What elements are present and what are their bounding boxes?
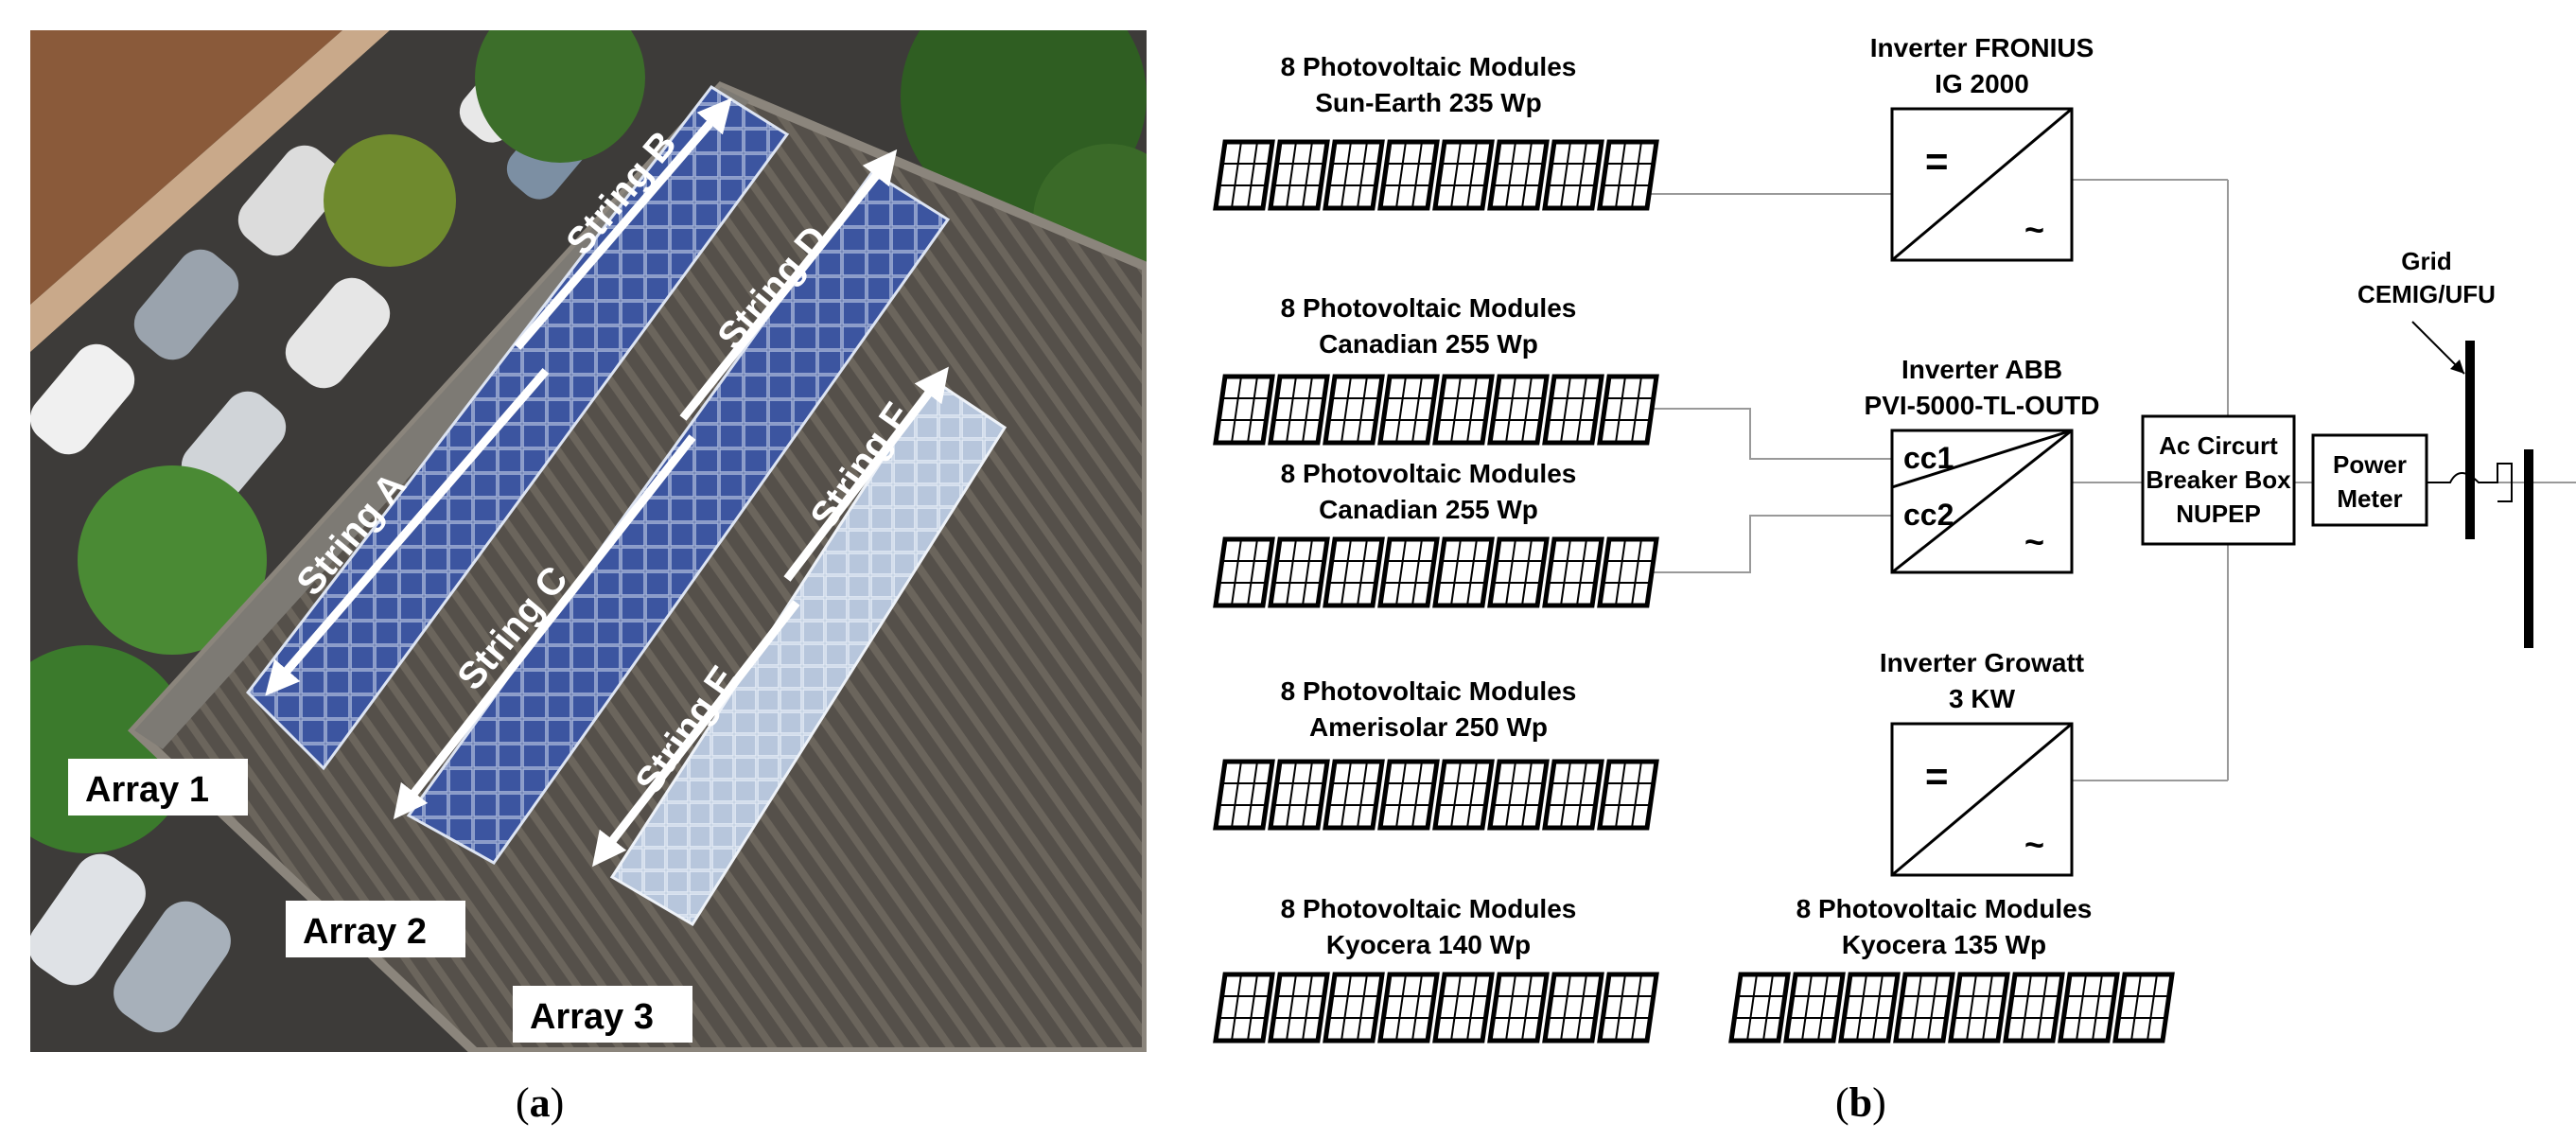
cc2-label: cc2 [1903,498,1954,532]
inverter-growatt: Inverter Growatt 3 KW = ~ [1880,648,2084,877]
ac-breaker-box: Ac Circurt Breaker Box NUPEP [2141,414,2296,546]
meter-line-1: Power [2333,450,2407,479]
grid-operator: CEMIG/UFU [2357,280,2496,308]
pv-group-amerisolar: 8 Photovoltaic Modules Amerisolar 250 Wp [1216,676,1656,828]
pv-group-kyocera-135: 8 Photovoltaic Modules Kyocera 135 Wp [1731,894,2172,1041]
power-meter: Power Meter [2311,433,2428,527]
string-c-d-row [406,169,951,865]
module-model: Canadian 255 Wp [1319,329,1538,359]
module-title: 8 Photovoltaic Modules [1281,676,1577,706]
module-model: Kyocera 135 Wp [1842,930,2046,959]
wiring-diagram: 8 Photovoltaic Modules Sun-Earth 235 Wp … [1192,33,2576,1069]
ac-symbol: ~ [2024,522,2044,561]
string-arrows [265,97,949,868]
breaker-line-3: NUPEP [2176,500,2261,528]
pv-group-canadian-1: 8 Photovoltaic Modules Canadian 255 Wp [1216,293,1656,443]
inverter-name: Inverter FRONIUS [1870,33,2094,62]
inverter-model: 3 KW [1949,684,2016,713]
caption-a-letter: a [529,1079,551,1126]
pv-group-canadian-2: 8 Photovoltaic Modules Canadian 255 Wp [1216,459,1656,605]
module-title: 8 Photovoltaic Modules [1281,293,1577,323]
module-model: Canadian 255 Wp [1319,495,1538,524]
array-1-panels [246,85,790,771]
inverter-abb: Inverter ABB PVI-5000-TL-OUTD cc1 cc2 ~ [1865,355,2100,574]
trees [30,30,1147,853]
module-title: 8 Photovoltaic Modules [1281,52,1577,81]
module-model: Amerisolar 250 Wp [1309,712,1548,742]
pv-group-sun-earth: 8 Photovoltaic Modules Sun-Earth 235 Wp [1216,52,1656,208]
module-model: Kyocera 140 Wp [1326,930,1531,959]
string-e-f-row [609,377,1008,927]
busbar-1 [2465,341,2475,539]
array-2-label: Array 2 [303,912,427,952]
array-3-panels [609,377,1008,927]
ac-symbol: ~ [2024,825,2044,864]
breaker-line-2: Breaker Box [2146,465,2291,494]
meter-line-2: Meter [2337,484,2402,513]
aerial-photo: String A String B String C String D Stri… [30,30,1147,1052]
dc-symbol: = [1925,139,1949,184]
array-3-label: Array 3 [530,997,654,1037]
grid-connection: Grid CEMIG/UFU [2357,247,2533,648]
inverter-name: Inverter Growatt [1880,648,2084,677]
module-title: 8 Photovoltaic Modules [1281,894,1577,923]
caption-a: (a) [516,1079,565,1126]
module-title: 8 Photovoltaic Modules [1796,894,2093,923]
pv-group-kyocera-140: 8 Photovoltaic Modules Kyocera 140 Wp [1216,894,1656,1041]
grid-link [2427,463,2513,502]
inverter-model: IG 2000 [1935,69,2029,98]
caption-b: (b) [1835,1079,1886,1126]
array-labels: Array 1 Array 2 Array 3 [68,759,692,1043]
inverter-name: Inverter ABB [1901,355,2062,384]
cc1-label: cc1 [1903,441,1954,475]
breaker-line-1: Ac Circurt [2159,431,2278,460]
grid-title: Grid [2401,247,2451,275]
string-a-b-row [246,85,790,771]
dc-symbol: = [1925,754,1949,798]
caption-b-letter: b [1849,1079,1873,1126]
sidewalk [30,30,390,352]
inverter-fronius: Inverter FRONIUS IG 2000 = ~ [1870,33,2094,262]
module-title: 8 Photovoltaic Modules [1281,459,1577,488]
array-2-panels [406,169,951,865]
busbar-2 [2524,449,2533,648]
inverter-model: PVI-5000-TL-OUTD [1865,391,2100,420]
array-1-label: Array 1 [85,770,209,810]
module-model: Sun-Earth 235 Wp [1315,88,1542,117]
ac-symbol: ~ [2024,210,2044,249]
